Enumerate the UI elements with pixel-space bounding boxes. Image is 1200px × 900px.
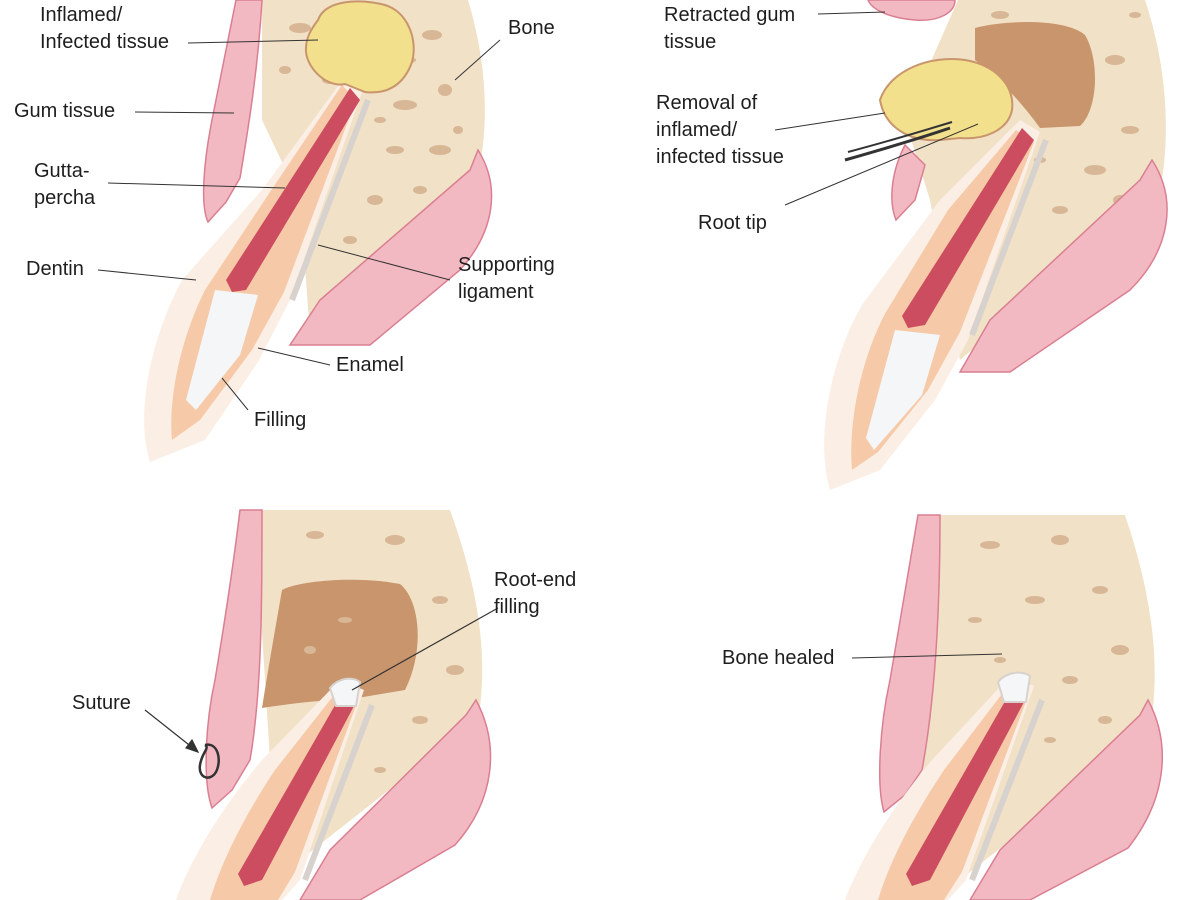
label-supporting-ligament: Supporting ligament <box>458 252 555 306</box>
bone-cavity <box>262 579 418 708</box>
label-inflamed-infected-tissue: Inflamed/Infected tissue <box>40 2 169 56</box>
supporting-ligament <box>969 138 1049 337</box>
label-line: Removal of <box>656 92 758 114</box>
retracted-gum-flap <box>867 0 956 21</box>
bone-region <box>262 0 485 335</box>
label-line: infected tissue <box>656 146 784 168</box>
label-line: Root tip <box>698 212 767 234</box>
label-line: tissue <box>664 31 717 53</box>
gum-inner <box>879 514 941 814</box>
panel-top-left <box>97 0 501 462</box>
label-line: Inflamed/ <box>40 4 123 26</box>
label-line: Gum tissue <box>14 100 116 122</box>
gutta-percha-core <box>906 696 1024 886</box>
gum-inner <box>202 0 263 224</box>
supporting-ligament <box>289 98 371 302</box>
leader-lines <box>774 11 979 206</box>
label-line: Infected tissue <box>40 31 169 53</box>
label-line: Gutta- <box>34 160 90 182</box>
label-line: Filling <box>254 409 307 431</box>
label-filling: Filling <box>254 407 306 434</box>
bone-cavity <box>975 22 1096 129</box>
label-enamel: Enamel <box>336 352 404 379</box>
label-line: filling <box>494 596 540 618</box>
gutta-percha-core <box>902 128 1034 328</box>
label-line: Bone healed <box>722 647 835 669</box>
canal-filling <box>186 290 258 410</box>
label-bone: Bone <box>508 15 555 42</box>
label-line: inflamed/ <box>656 119 738 141</box>
label-bone-healed: Bone healed <box>722 645 834 672</box>
label-suture: Suture <box>72 690 131 717</box>
label-dentin: Dentin <box>26 256 84 283</box>
root-end-filling <box>328 677 362 707</box>
label-line: Suture <box>72 692 131 714</box>
label-line: Supporting <box>458 254 555 276</box>
surgical-instrument-2 <box>847 121 953 153</box>
canal-filling <box>866 330 940 450</box>
label-line: Bone <box>508 17 555 39</box>
label-gutta-percha: Gutta-percha <box>34 158 95 212</box>
gum-outer <box>969 698 1164 900</box>
gum-outer <box>958 158 1168 373</box>
bone-pores <box>304 531 464 773</box>
label-line: Enamel <box>336 354 404 376</box>
bone-pores <box>968 535 1129 743</box>
panel-bottom-right <box>845 514 1164 900</box>
label-root-tip: Root tip <box>698 210 767 237</box>
label-line: Retracted gum <box>664 4 796 26</box>
surgical-instrument <box>844 126 951 162</box>
leader-lines <box>97 39 501 411</box>
gutta-percha-core <box>226 88 360 292</box>
supporting-ligament <box>969 698 1045 882</box>
suture-arrowhead <box>185 738 200 754</box>
gum-inner <box>205 509 263 810</box>
gum-outer <box>288 148 493 346</box>
panel-top-right <box>774 0 1168 490</box>
label-gum-tissue: Gum tissue <box>14 98 115 125</box>
leader-lines <box>144 607 499 754</box>
label-line: ligament <box>458 281 534 303</box>
label-line: Root-end <box>494 569 577 591</box>
suture-stitch <box>198 743 220 779</box>
label-line: percha <box>34 187 96 209</box>
gum-outer <box>299 698 492 900</box>
infected-tissue <box>304 0 415 94</box>
supporting-ligament <box>302 703 375 882</box>
gutta-percha-core <box>238 700 354 886</box>
label-removal-of-infected-tissue: Removal of inflamed/infected tissue <box>656 90 784 171</box>
label-line: Dentin <box>26 258 84 280</box>
panel-bottom-left <box>144 509 499 900</box>
leader-lines <box>851 653 1003 659</box>
root-end-filling <box>996 671 1032 703</box>
label-retracted-gum-tissue: Retracted gum tissue <box>664 2 795 56</box>
label-root-end-filling: Root-end filling <box>494 567 576 621</box>
